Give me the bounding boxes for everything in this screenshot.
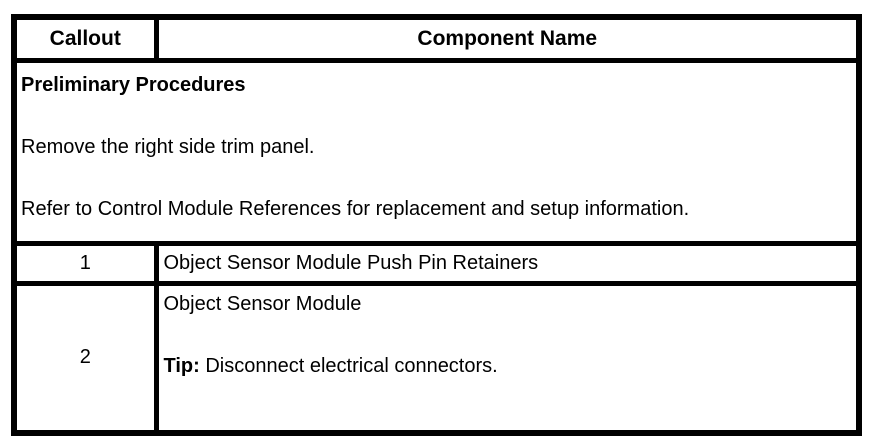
- callout-number-2: 2: [11, 280, 159, 435]
- tip-label: Tip:: [163, 354, 200, 377]
- table-row-1: 1 Object Sensor Module Push Pin Retainer…: [11, 240, 862, 286]
- header-cell-component-name: Component Name: [153, 14, 862, 63]
- header-cell-callout: Callout: [11, 14, 159, 63]
- preliminary-step-refer-control-module: Refer to Control Module References for r…: [21, 197, 690, 220]
- preliminary-procedures-cell: Preliminary Procedures Remove the right …: [11, 57, 862, 246]
- component-name-row-2: Object Sensor Module: [163, 292, 362, 315]
- preliminary-procedures-row: Preliminary Procedures Remove the right …: [11, 57, 862, 246]
- component-name-row-1: Object Sensor Module Push Pin Retainers: [153, 240, 862, 286]
- table-header-row: Callout Component Name: [11, 14, 862, 63]
- preliminary-procedures-title: Preliminary Procedures: [21, 73, 246, 96]
- table-row-2: 2 Object Sensor Module Tip: Disconnect e…: [11, 280, 862, 435]
- component-callout-table: Callout Component Name Preliminary Proce…: [11, 14, 862, 436]
- component-cell-row-2: Object Sensor Module Tip: Disconnect ele…: [153, 280, 862, 435]
- callout-number-1: 1: [11, 240, 159, 286]
- tip-line: Tip: Disconnect electrical connectors.: [164, 351, 853, 382]
- preliminary-step-remove-trim-panel: Remove the right side trim panel.: [21, 135, 315, 158]
- tip-text: Disconnect electrical connectors.: [199, 354, 498, 377]
